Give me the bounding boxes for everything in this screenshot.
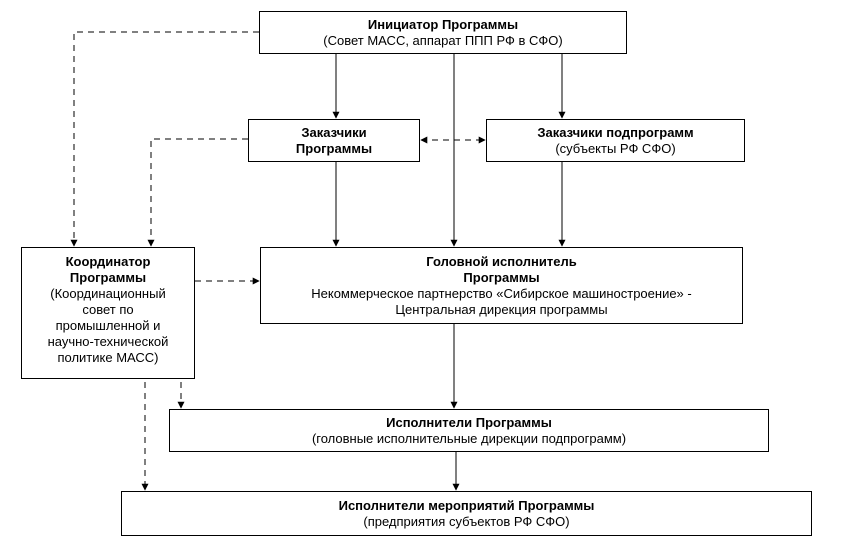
customers-line2: Программы — [295, 140, 373, 156]
coordinator-desc4: научно-технической — [47, 334, 169, 349]
head-executor-line2: Программы — [463, 269, 540, 285]
executors-title: Исполнители Программы — [386, 414, 552, 430]
coordinator-line1: Координатор — [65, 254, 151, 269]
coordinator-box: Координатор Программы (Координационный с… — [21, 247, 195, 379]
activity-executors-subtitle: (предприятия субъектов РФ СФО) — [363, 513, 570, 529]
head-executor-box: Головной исполнитель Программы Некоммерч… — [260, 247, 743, 324]
dashed-arrow-customers-to-coordinator — [147, 138, 248, 247]
head-executor-line1: Головной исполнитель — [426, 253, 577, 269]
subprogram-customers-title: Заказчики подпрограмм — [537, 124, 694, 140]
initiator-box: Инициатор Программы (Совет МАСС, аппарат… — [259, 11, 627, 54]
customers-line1: Заказчики — [301, 124, 367, 140]
activity-executors-title: Исполнители мероприятий Программы — [338, 497, 595, 513]
customers-box: Заказчики Программы — [248, 119, 420, 162]
subprogram-customers-subtitle: (субъекты РФ СФО) — [555, 140, 676, 156]
activity-executors-box: Исполнители мероприятий Программы (предп… — [121, 491, 812, 536]
executors-box: Исполнители Программы (головные исполнит… — [169, 409, 769, 452]
initiator-title: Инициатор Программы — [367, 16, 519, 32]
coordinator-desc3: промышленной и — [55, 318, 161, 333]
coordinator-line2: Программы — [69, 270, 147, 285]
initiator-subtitle: (Совет МАСС, аппарат ППП РФ в СФО) — [323, 32, 563, 48]
coordinator-desc5: политике МАСС) — [57, 350, 159, 365]
head-executor-desc1: Некоммерческое партнерство «Сибирское ма… — [311, 285, 692, 301]
coordinator-desc1: (Координационный — [50, 286, 166, 301]
executors-subtitle: (головные исполнительные дирекции подпро… — [311, 430, 627, 446]
subprogram-customers-box: Заказчики подпрограмм (субъекты РФ СФО) — [486, 119, 745, 162]
coordinator-desc2: совет по — [82, 302, 134, 317]
head-executor-desc2: Центральная дирекция программы — [395, 301, 608, 317]
